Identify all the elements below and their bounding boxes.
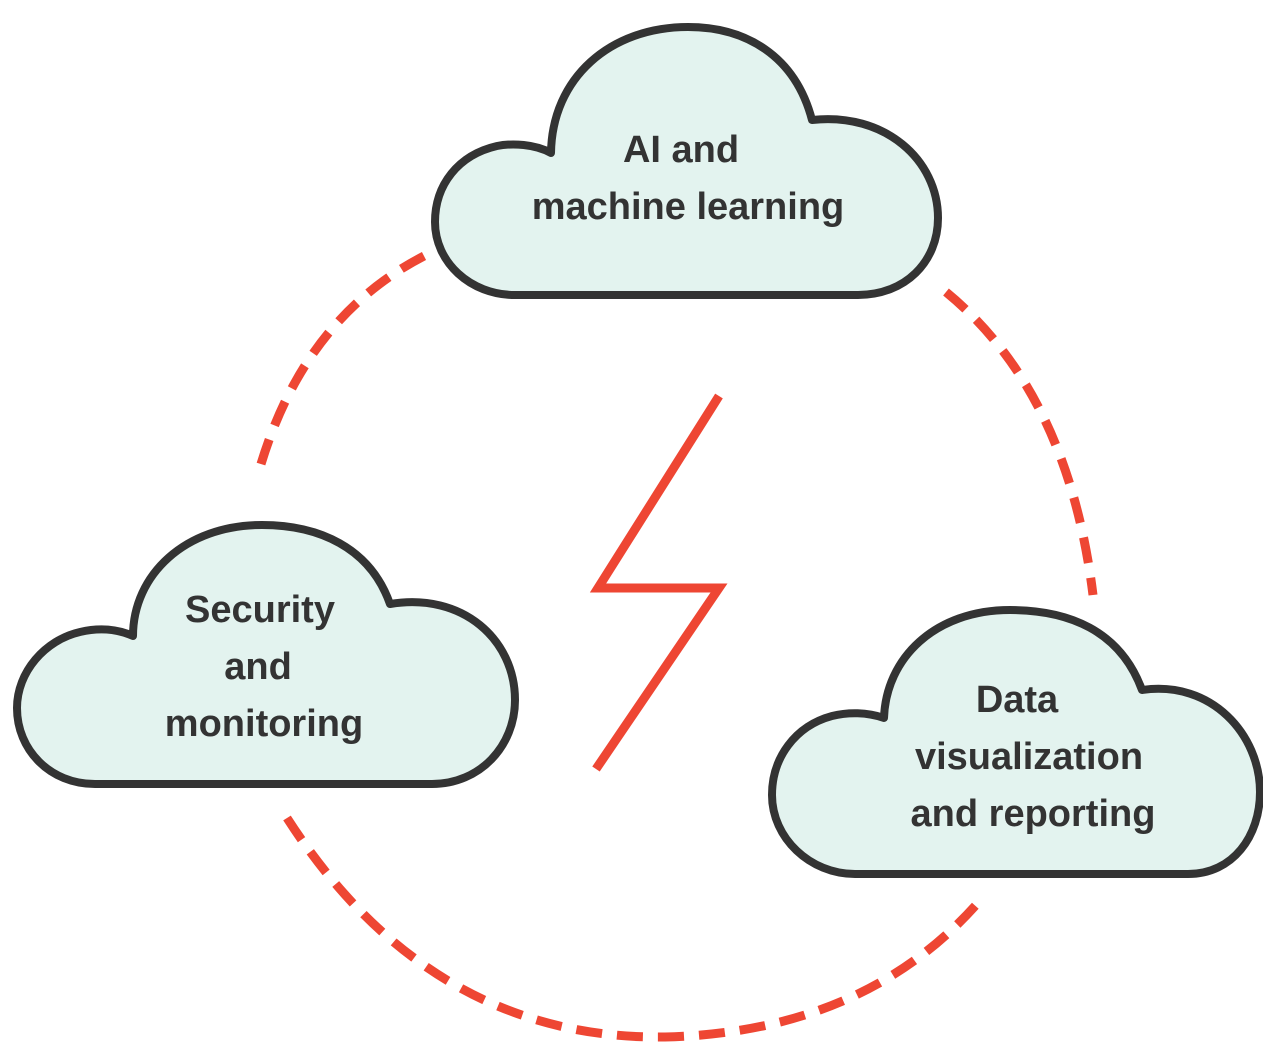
cloud-data-viz-label-line2: visualization	[915, 736, 1143, 778]
ring-arc-top-left	[252, 252, 427, 480]
cloud-ai-ml-shape	[431, 23, 942, 299]
ring-arc-top-right	[943, 288, 1098, 596]
cloud-security: Security and monitoring	[13, 521, 519, 788]
cloud-data-viz-label-line3: and reporting	[911, 793, 1156, 835]
cloud-data-viz-shape	[768, 606, 1263, 878]
ring-arc-bottom	[283, 815, 987, 1042]
cloud-security-label-line1: Security	[185, 589, 335, 631]
cloud-ai-ml: AI and machine learning	[431, 23, 942, 299]
cloud-security-label-line2: and	[224, 646, 292, 688]
cycle-ring	[252, 252, 1098, 1042]
lightning-bolt-icon	[589, 393, 728, 772]
cloud-ai-ml-label-line2: machine learning	[532, 186, 845, 228]
cloud-ai-ml-label-line1: AI and	[623, 129, 739, 171]
cloud-security-label-line3: monitoring	[165, 703, 363, 745]
cloud-data-viz: Data visualization and reporting	[768, 606, 1263, 878]
cloud-security-shape	[13, 521, 519, 788]
cloud-data-viz-label-line1: Data	[976, 679, 1059, 721]
